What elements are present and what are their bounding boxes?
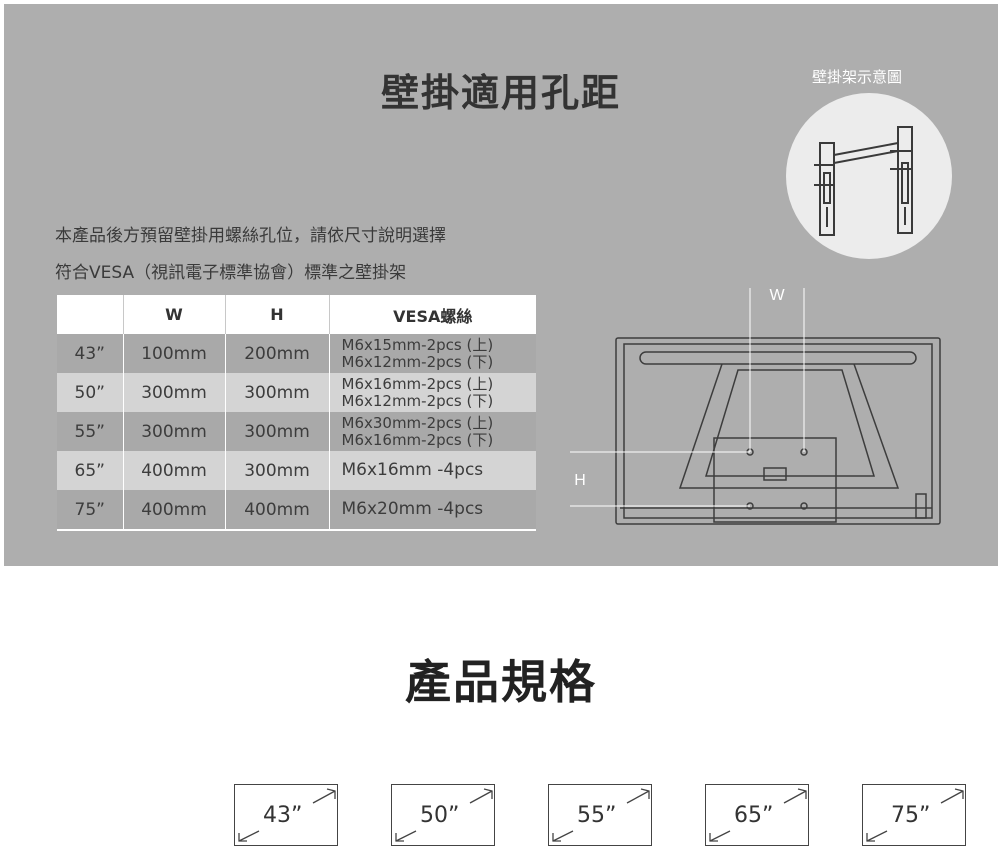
header-size — [57, 295, 123, 334]
table-row: 65” 400mm 300mm M6x16mm -4pcs — [57, 451, 536, 490]
wall-mount-bracket-icon — [814, 126, 913, 236]
wall-mount-illustration — [786, 93, 952, 259]
vesa-line: M6x12mm-2pcs (下) — [341, 352, 494, 371]
vesa-line: M6x16mm -4pcs — [341, 460, 484, 480]
wall-mount-title: 壁掛適用孔距 — [380, 71, 621, 115]
cell-h: 200mm — [224, 334, 329, 373]
vesa-line: M6x20mm -4pcs — [341, 499, 484, 519]
cell-size: 43” — [57, 334, 123, 373]
diagonal-arrow-icon — [238, 788, 336, 842]
size-label: 65” — [734, 803, 774, 828]
vesa-line: M6x12mm-2pcs (下) — [341, 391, 494, 410]
cell-w: 100mm — [122, 334, 225, 373]
cell-vesa: M6x16mm -4pcs — [328, 451, 536, 490]
table-row: 55” 300mm 300mm M6x30mm-2pcs (上) M6x16mm… — [57, 412, 536, 451]
product-specs-title: 產品規格 — [405, 655, 597, 709]
cell-vesa: M6x30mm-2pcs (上) M6x16mm-2pcs (下) — [328, 412, 536, 451]
table-row: 50” 300mm 300mm M6x16mm-2pcs (上) M6x12mm… — [57, 373, 536, 412]
diagram-h-label: H — [574, 472, 586, 489]
cell-vesa: M6x15mm-2pcs (上) M6x12mm-2pcs (下) — [328, 334, 536, 373]
cell-vesa: M6x16mm-2pcs (上) M6x12mm-2pcs (下) — [328, 373, 536, 412]
size-badge-50: 50” — [391, 784, 495, 846]
cell-h: 300mm — [224, 373, 329, 412]
cell-vesa: M6x20mm -4pcs — [328, 490, 536, 531]
cell-size: 65” — [57, 451, 123, 490]
description-line-2: 符合VESA（視訊電子標準協會）標準之壁掛架 — [55, 263, 407, 283]
size-label: 75” — [891, 803, 931, 828]
vesa-line: M6x30mm-2pcs (上) — [341, 413, 494, 432]
cell-size: 55” — [57, 412, 123, 451]
size-badge-65: 65” — [705, 784, 809, 846]
cell-w: 300mm — [122, 412, 225, 451]
cell-w: 400mm — [122, 490, 225, 531]
diagonal-arrow-icon — [709, 788, 807, 842]
cell-w: 400mm — [122, 451, 225, 490]
size-badge-75: 75” — [862, 784, 966, 846]
size-label: 55” — [577, 803, 617, 828]
tv-back-outline — [615, 337, 941, 525]
header-w: W — [122, 295, 225, 334]
table-row: 75” 400mm 400mm M6x20mm -4pcs — [57, 490, 536, 531]
mount-caption: 壁掛架示意圖 — [812, 68, 903, 86]
cell-h: 400mm — [224, 490, 329, 531]
vesa-line: M6x16mm-2pcs (下) — [341, 430, 494, 449]
vesa-line: M6x15mm-2pcs (上) — [341, 335, 494, 354]
diagonal-arrow-icon — [866, 788, 964, 842]
description-line-1: 本產品後方預留壁掛用螺絲孔位，請依尺寸說明選擇 — [55, 226, 446, 246]
diagonal-arrow-icon — [552, 788, 650, 842]
vesa-line: M6x16mm-2pcs (上) — [341, 374, 494, 393]
diagram-w-label: W — [769, 287, 785, 304]
table-row: 43” 100mm 200mm M6x15mm-2pcs (上) M6x12mm… — [57, 334, 536, 373]
header-vesa: VESA螺絲 — [328, 295, 536, 334]
cell-h: 300mm — [224, 412, 329, 451]
size-label: 50” — [420, 803, 460, 828]
header-h: H — [224, 295, 329, 334]
cell-size: 75” — [57, 490, 123, 531]
size-badge-43: 43” — [234, 784, 338, 846]
cell-h: 300mm — [224, 451, 329, 490]
size-label: 43” — [263, 803, 303, 828]
cell-w: 300mm — [122, 373, 225, 412]
vesa-spec-table: W H VESA螺絲 43” 100mm 200mm M6x15mm-2pcs … — [57, 295, 536, 531]
cell-size: 50” — [57, 373, 123, 412]
tv-back-diagram: W H — [570, 287, 941, 525]
diagonal-arrow-icon — [395, 788, 493, 842]
size-badge-55: 55” — [548, 784, 652, 846]
table-header-row: W H VESA螺絲 — [57, 295, 536, 334]
